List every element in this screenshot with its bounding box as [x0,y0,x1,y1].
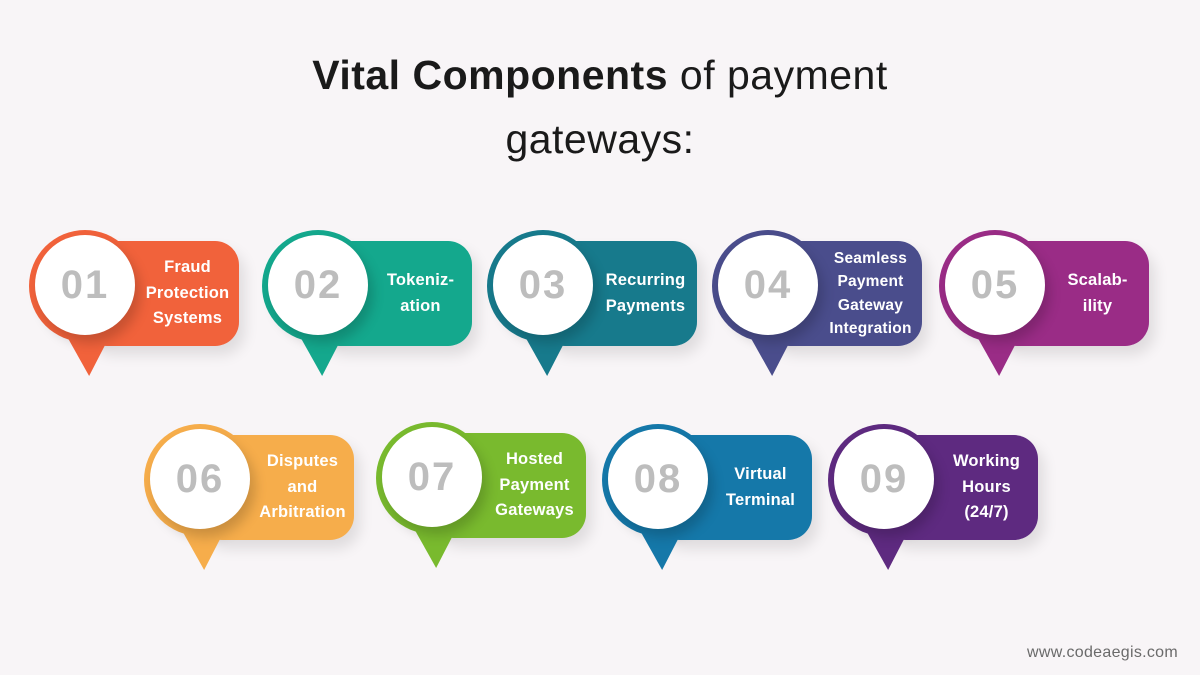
label-line: Payment [499,475,570,494]
step-number: 02 [293,262,343,307]
label-line: Virtual [734,464,787,483]
label-line: Arbitration [259,503,346,522]
page-title-rest: of payment [668,52,888,98]
label-text: Virtual Terminal [714,435,807,540]
step-number: 04 [743,262,793,307]
page-title-bold: Vital Components [312,52,669,98]
label-line: Disputes [266,452,339,471]
component-item-05: Scalab- ility 05 [939,230,1149,382]
label-line: Protection [145,283,230,302]
number-circle: 08 [608,429,708,529]
label-text: Seamless Payment Gateway Integration [824,241,917,346]
label-line: Working [952,452,1021,471]
step-number: 06 [175,456,225,501]
component-item-02: Tokeniz- ation 02 [262,230,472,382]
step-number: 01 [60,262,110,307]
label-line: ility [1082,296,1113,315]
label-line: Recurring [605,270,686,289]
page-title-line2: gateways: [505,115,695,162]
number-circle: 01 [35,235,135,335]
label-line: Hosted [505,450,564,469]
page-title: Vital Components of payment gateways: [0,44,1200,171]
label-line: Tokeniz- [386,270,455,289]
label-line: and [287,477,318,496]
component-item-04: Seamless Payment Gateway Integration 04 [712,230,922,382]
label-text: Tokeniz- ation [374,241,467,346]
component-item-09: Working Hours (24/7) 09 [828,424,1038,576]
step-number: 05 [970,262,1020,307]
component-item-01: Fraud Protection Systems 01 [29,230,239,382]
number-circle: 03 [493,235,593,335]
label-line: Fraud [164,258,211,277]
number-circle: 05 [945,235,1045,335]
component-item-07: Hosted Payment Gateways 07 [376,422,586,574]
label-text: Hosted Payment Gateways [488,433,581,538]
label-line: Gateway [837,296,904,314]
label-line: ation [400,296,441,315]
number-circle: 06 [150,429,250,529]
step-number: 09 [859,456,909,501]
label-line: Scalab- [1067,270,1128,289]
label-text: Scalab- ility [1051,241,1144,346]
label-line: Terminal [725,490,796,509]
label-line: Payments [605,296,686,315]
label-line: Payment [837,273,904,291]
website-url: www.codeaegis.com [1027,644,1178,661]
label-line: (24/7) [964,503,1009,522]
label-line: Integration [829,319,912,337]
component-item-03: Recurring Payments 03 [487,230,697,382]
component-item-06: Disputes and Arbitration 06 [144,424,354,576]
label-text: Fraud Protection Systems [141,241,234,346]
label-line: Seamless [833,250,908,267]
number-circle: 09 [834,429,934,529]
number-circle: 02 [268,235,368,335]
step-number: 07 [407,454,457,499]
component-item-08: Virtual Terminal 08 [602,424,812,576]
label-text: Recurring Payments [599,241,692,346]
label-line: Systems [152,309,223,328]
step-number: 03 [518,262,568,307]
number-circle: 04 [718,235,818,335]
step-number: 08 [633,456,683,501]
page-title-line1: Vital Components of payment [0,44,1200,108]
label-text: Working Hours (24/7) [940,435,1033,540]
label-text: Disputes and Arbitration [256,435,349,540]
label-line: Gateways [495,501,574,520]
number-circle: 07 [382,427,482,527]
label-line: Hours [962,477,1011,496]
